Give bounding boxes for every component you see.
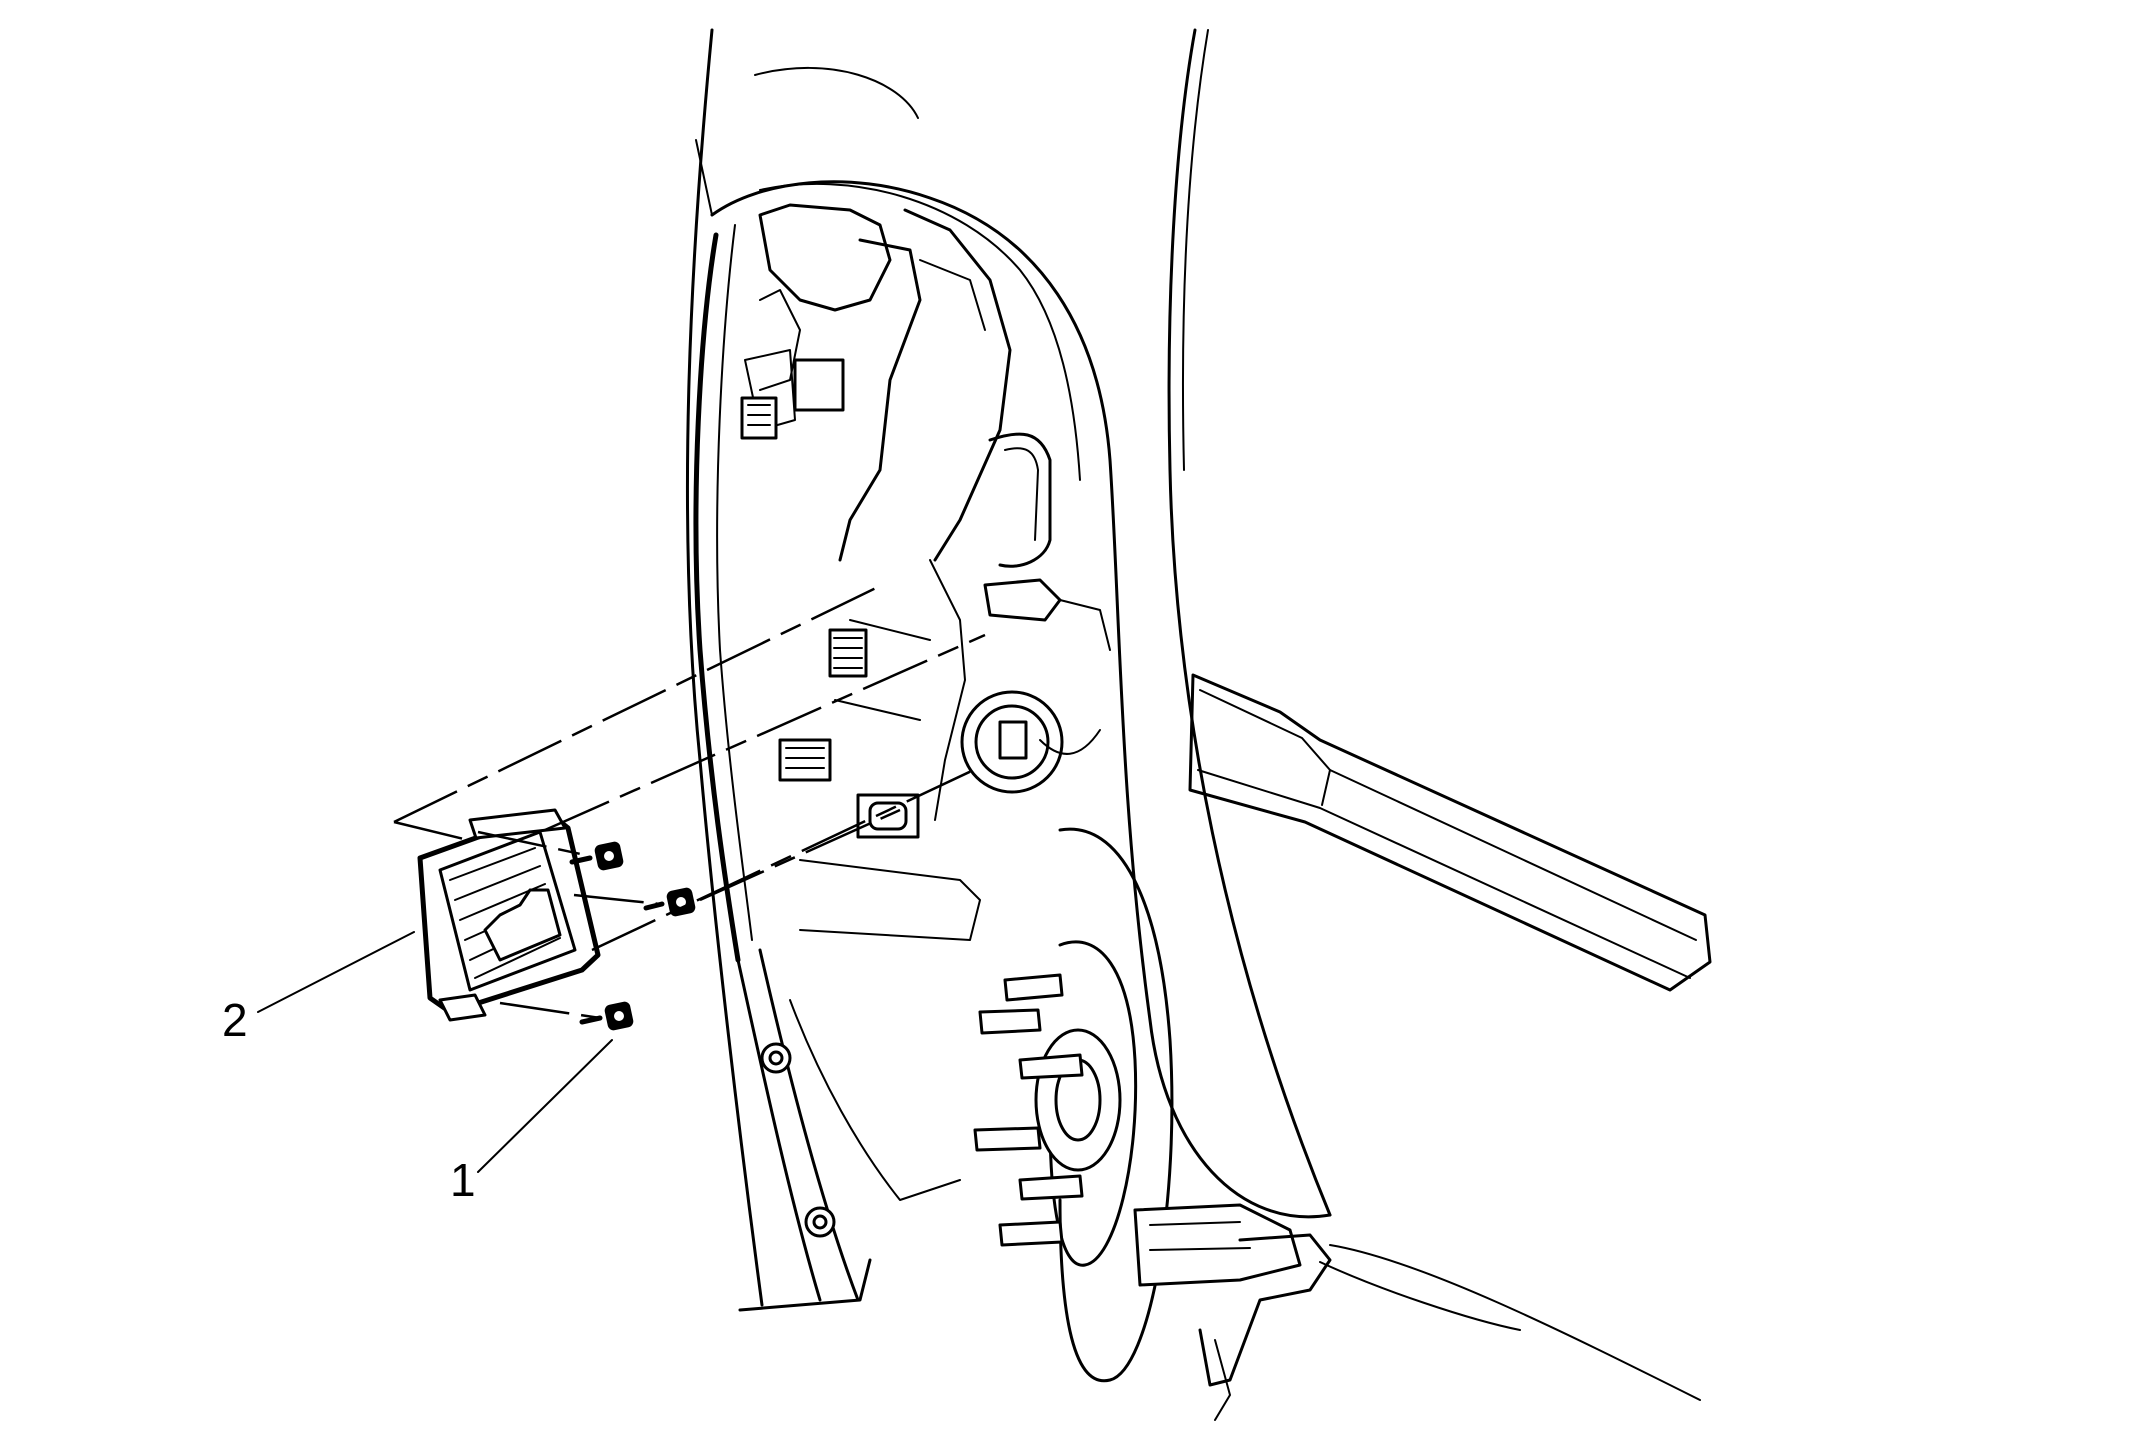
bolt-upper xyxy=(569,841,624,871)
brake-rotor-hub xyxy=(973,827,1701,1421)
callout-label-2: 2 xyxy=(222,994,248,1046)
inner-structure xyxy=(740,203,1111,1201)
bolts xyxy=(569,841,696,1031)
control-module xyxy=(417,808,601,1022)
module-vent-pattern xyxy=(449,847,562,979)
callout-leaders xyxy=(257,931,613,1173)
callout-label-1: 1 xyxy=(450,1154,476,1206)
wheel-opening xyxy=(693,180,1332,1302)
rocker-panel xyxy=(1188,673,1712,992)
fender-outline xyxy=(685,28,1332,1312)
wheel-studs xyxy=(973,973,1084,1247)
liner-screws xyxy=(760,1042,836,1238)
alignment-lines xyxy=(393,585,986,1020)
